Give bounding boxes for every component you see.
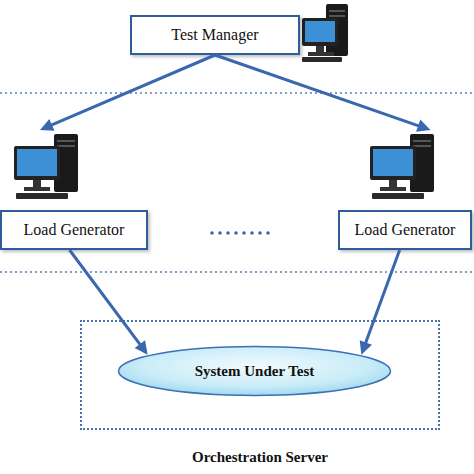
arrow-connector	[40, 55, 215, 131]
arrow-connector	[70, 250, 148, 355]
load-generator-node: Load Generator	[0, 130, 148, 250]
computer-icon	[14, 134, 84, 202]
load-generator-node: Load Generator	[338, 130, 472, 250]
band-border	[0, 271, 474, 273]
node-label: Test Manager	[171, 26, 258, 44]
computer-icon	[302, 4, 348, 62]
computer-icon	[370, 134, 440, 202]
system-ellipse: System Under Test	[117, 345, 392, 397]
process-box: Test Manager	[130, 15, 300, 55]
group-frame: Orchestration ServerSystem Under Test	[80, 320, 440, 430]
arrow-connector	[215, 55, 430, 132]
process-box: Load Generator	[338, 210, 472, 250]
arrow-connector	[360, 250, 400, 355]
group-heading: Orchestration Server	[42, 448, 474, 466]
ellipsis-dots	[210, 231, 270, 235]
node-label: System Under Test	[195, 363, 315, 380]
band-border	[0, 92, 474, 94]
process-box: Load Generator	[0, 210, 148, 250]
node-label: Load Generator	[355, 221, 456, 239]
node-label: Orchestration Server	[192, 449, 328, 465]
node-label: Load Generator	[24, 221, 125, 239]
